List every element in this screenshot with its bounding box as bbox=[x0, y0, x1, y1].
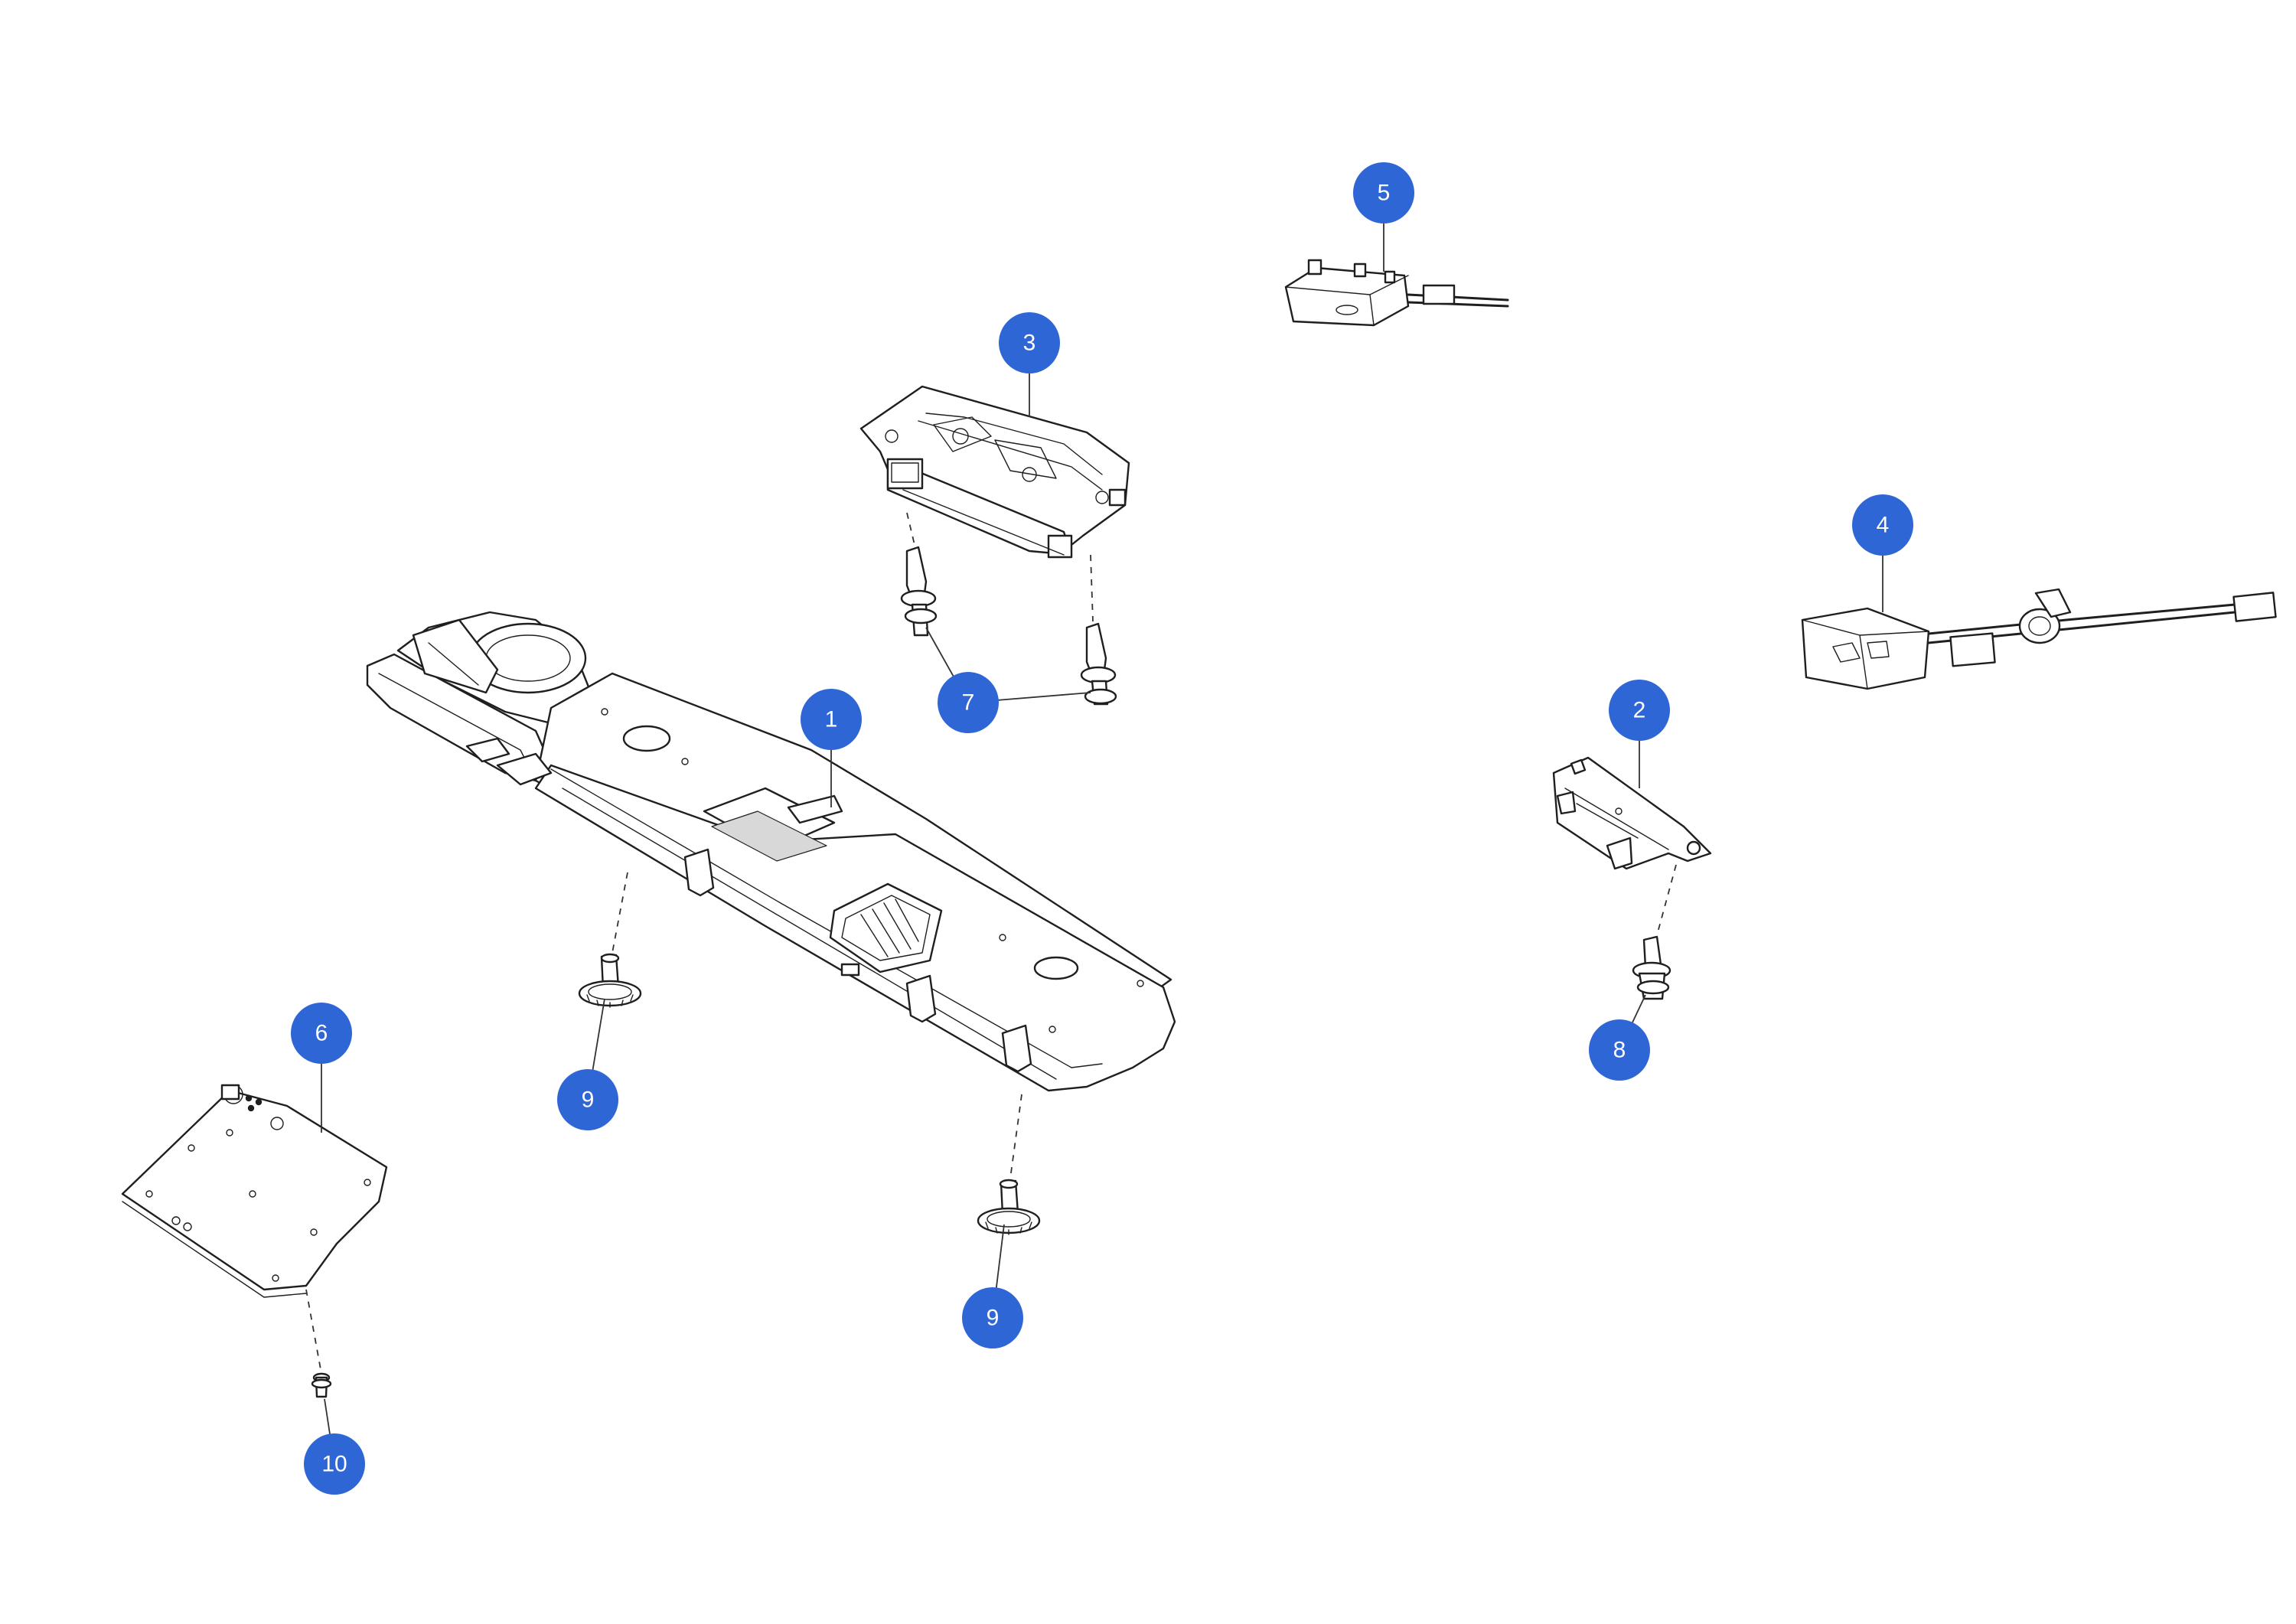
callout-10[interactable]: 10 bbox=[304, 1433, 365, 1495]
callout-8-label: 8 bbox=[1613, 1038, 1626, 1063]
callout-2-circle bbox=[1609, 680, 1670, 741]
callout-9b-label: 9 bbox=[987, 1306, 1000, 1331]
assembly-lines bbox=[305, 512, 1677, 1375]
callout-9b[interactable]: 9 bbox=[962, 1287, 1023, 1348]
callout-7[interactable]: 7 bbox=[938, 672, 999, 733]
part-screw-9b bbox=[977, 1179, 1041, 1235]
callout-10-label: 10 bbox=[321, 1452, 347, 1477]
callout-1[interactable]: 1 bbox=[801, 689, 862, 750]
callout-2-label: 2 bbox=[1633, 698, 1646, 723]
callout-6[interactable]: 6 bbox=[291, 1003, 352, 1064]
part-circuit-board bbox=[121, 1084, 388, 1298]
callout-3[interactable]: 3 bbox=[999, 312, 1060, 373]
part-housing bbox=[366, 611, 1176, 1092]
part-cable-box bbox=[1801, 588, 2277, 690]
callout-7-circle bbox=[938, 672, 999, 733]
callout-8[interactable]: 8 bbox=[1589, 1019, 1650, 1081]
part-pin-7a bbox=[900, 546, 938, 637]
callout-5-circle bbox=[1353, 162, 1414, 223]
part-pin-8 bbox=[1632, 935, 1671, 1000]
callout-4[interactable]: 4 bbox=[1852, 494, 1913, 556]
callout-1-circle bbox=[801, 689, 862, 750]
callout-9a-circle bbox=[557, 1069, 618, 1130]
callout-4-label: 4 bbox=[1877, 513, 1890, 538]
callout-5-label: 5 bbox=[1378, 181, 1391, 206]
callout-3-circle bbox=[999, 312, 1060, 373]
callout-9b-circle bbox=[962, 1287, 1023, 1348]
callout-2[interactable]: 2 bbox=[1609, 680, 1670, 741]
part-screw-9a bbox=[578, 953, 642, 1008]
callout-5[interactable]: 5 bbox=[1353, 162, 1414, 223]
callout-4-circle bbox=[1852, 494, 1913, 556]
callout-10-circle bbox=[304, 1433, 365, 1495]
part-pin-7b bbox=[1080, 622, 1117, 706]
part-module bbox=[859, 385, 1130, 559]
callout-9a[interactable]: 9 bbox=[557, 1069, 618, 1130]
callout-6-label: 6 bbox=[315, 1021, 328, 1046]
part-screw-10 bbox=[311, 1372, 332, 1398]
part-bracket bbox=[1552, 756, 1712, 870]
callout-9a-label: 9 bbox=[582, 1088, 595, 1113]
callout-1-label: 1 bbox=[825, 707, 838, 732]
callout-3-label: 3 bbox=[1023, 331, 1036, 356]
callout-7-label: 7 bbox=[962, 690, 975, 716]
callout-8-circle bbox=[1589, 1019, 1650, 1081]
part-sensor bbox=[1284, 259, 1509, 327]
callout-6-circle bbox=[291, 1003, 352, 1064]
